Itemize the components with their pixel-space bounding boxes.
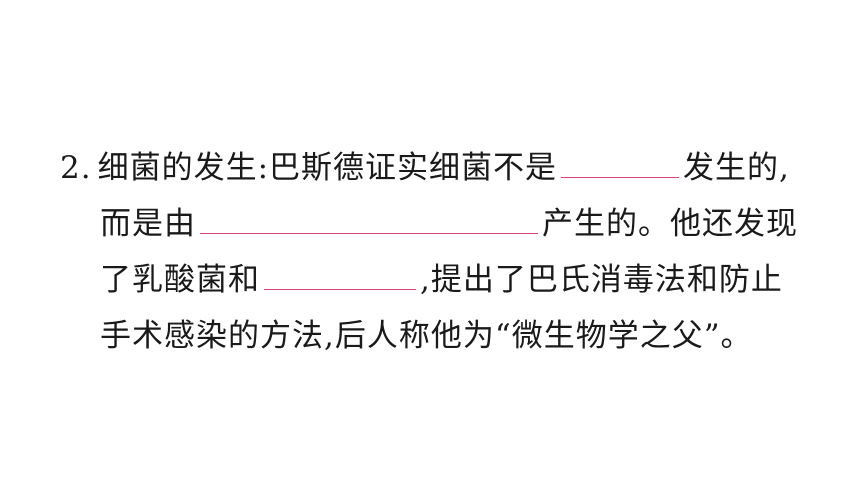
question-text-3a: 了乳酸菌和 [100, 262, 260, 298]
question-text-1b: 发生的, [683, 150, 790, 186]
question-2: 2.细菌的发生:巴斯德证实细菌不是 发生的, 而是由 产生的。他还发现 了乳酸菌和,… [60, 140, 820, 364]
question-line-2: 而是由 产生的。他还发现 [60, 196, 820, 252]
question-text-2b: 产生的。他还发现 [542, 206, 798, 242]
question-line-3: 了乳酸菌和 ,提出了巴氏消毒法和防止 [60, 252, 820, 308]
answer-blank-1[interactable] [561, 147, 680, 178]
question-text-3b: ,提出了巴氏消毒法和防止 [420, 262, 783, 298]
answer-blank-3[interactable] [264, 259, 416, 290]
question-text-4: 手术感染的方法,后人称他为“微生物学之父”。 [100, 318, 753, 354]
question-line-1: 2.细菌的发生:巴斯德证实细菌不是 发生的, [60, 140, 820, 196]
question-line-4: 手术感染的方法,后人称他为“微生物学之父”。 [60, 308, 820, 364]
answer-blank-2[interactable] [200, 203, 538, 234]
question-text-1a: 细菌的发生:巴斯德证实细菌不是 [97, 150, 558, 186]
question-text-2a: 而是由 [100, 206, 196, 242]
question-number: 2. [60, 150, 92, 186]
